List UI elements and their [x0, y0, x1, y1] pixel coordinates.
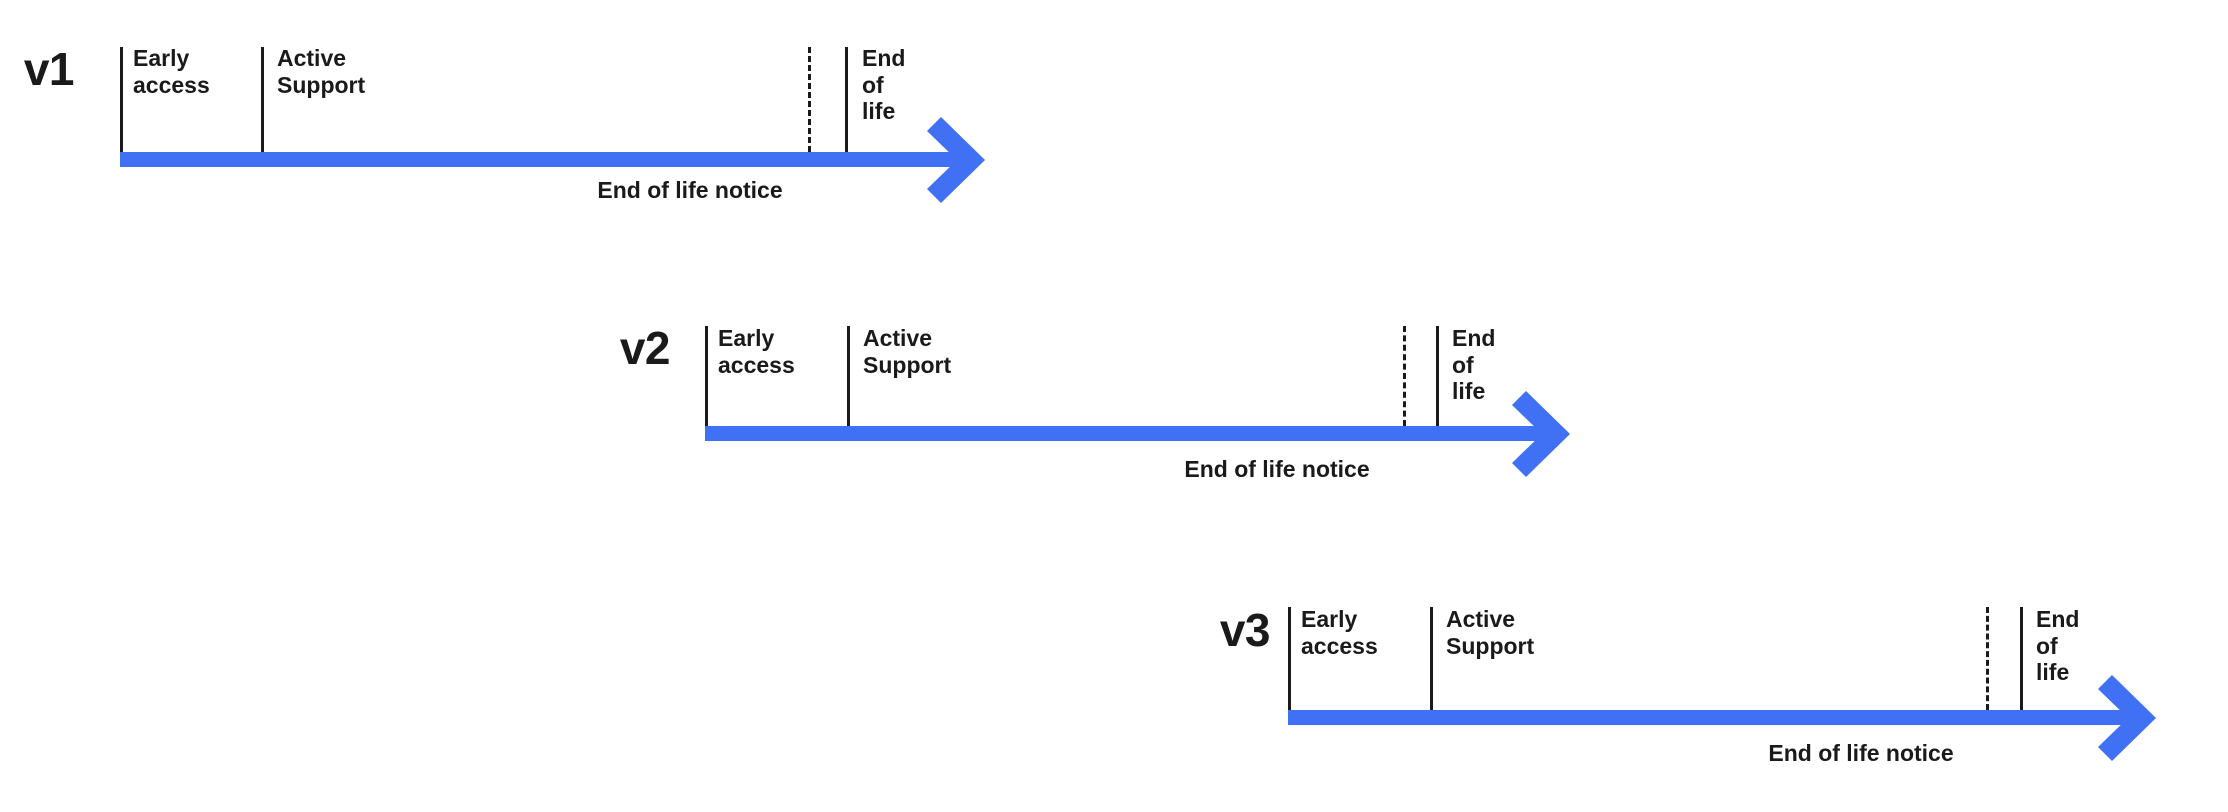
phase-label-end-of-life-v3: End of life: [2036, 606, 2080, 686]
timeline-arrow-head-v2: [1512, 390, 1602, 477]
tick-early-access-start-v2: [705, 326, 708, 426]
timeline-arrow-head-v3: [2098, 674, 2188, 761]
timeline-arrow-shaft-v3: [1288, 710, 2146, 725]
timeline-arrow-shaft-v2: [705, 426, 1560, 441]
timeline-arrow-head-v1: [927, 116, 1017, 203]
version-label-v2: v2: [619, 322, 671, 374]
version-label-v3: v3: [1219, 604, 1271, 656]
phase-label-end-of-life-v1: End of life: [862, 45, 906, 125]
tick-active-support-start-v2: [847, 326, 850, 426]
tick-end-of-life-start-v3: [2020, 607, 2023, 710]
version-label-v1: v1: [23, 43, 75, 95]
tick-end-of-life-start-v1: [845, 47, 848, 152]
phase-label-active-support-v1: Active Support: [277, 45, 366, 98]
end-of-life-notice-label-v1: End of life notice: [597, 177, 783, 203]
tick-end-of-life-notice-start-v2: [1403, 326, 1406, 426]
tick-active-support-start-v3: [1430, 607, 1433, 710]
tick-early-access-start-v3: [1288, 607, 1291, 710]
end-of-life-notice-label-v3: End of life notice: [1768, 740, 1954, 766]
tick-end-of-life-notice-start-v3: [1986, 607, 1989, 710]
phase-label-active-support-v2: Active Support: [863, 325, 952, 378]
phase-label-early-access-v3: Early access: [1301, 606, 1378, 659]
tick-end-of-life-notice-start-v1: [808, 47, 811, 152]
tick-active-support-start-v1: [261, 47, 264, 152]
phase-label-early-access-v2: Early access: [718, 325, 795, 378]
phase-label-end-of-life-v2: End of life: [1452, 325, 1496, 405]
tick-early-access-start-v1: [120, 47, 123, 152]
tick-end-of-life-start-v2: [1436, 326, 1439, 426]
timeline-arrow-shaft-v1: [120, 152, 975, 167]
phase-label-early-access-v1: Early access: [133, 45, 210, 98]
end-of-life-notice-label-v2: End of life notice: [1184, 456, 1370, 482]
phase-label-active-support-v3: Active Support: [1446, 606, 1535, 659]
